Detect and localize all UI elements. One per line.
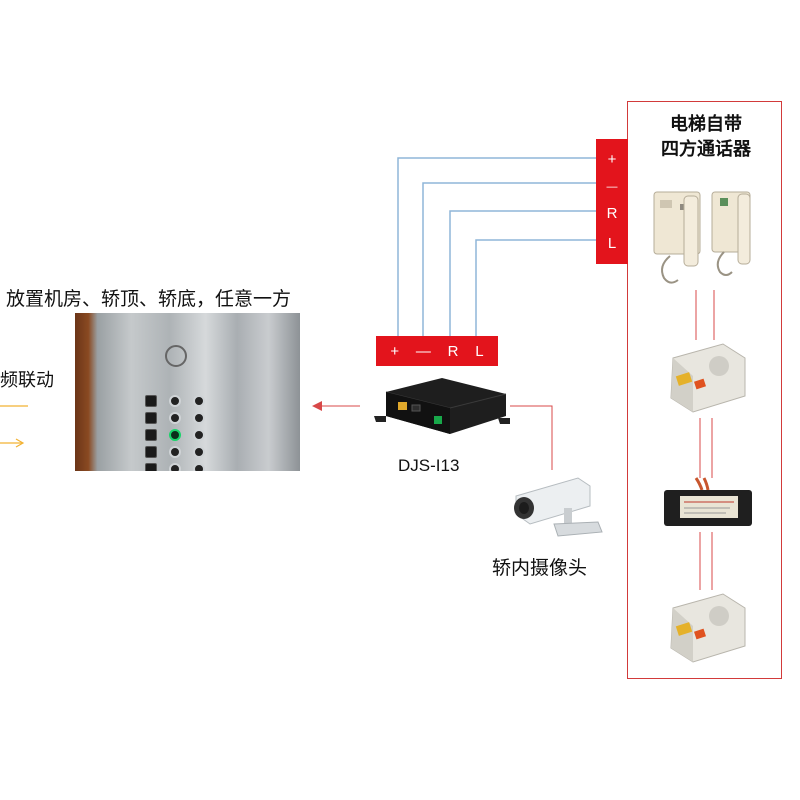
terminal-r: R (606, 205, 618, 223)
wire-plus (397, 157, 596, 338)
terminal-plus: + (390, 342, 400, 360)
terminal-minus: — (606, 180, 618, 193)
camera-image (508, 472, 608, 542)
output-arrowhead (312, 401, 322, 411)
device-label: DJS-I13 (398, 456, 460, 475)
intercom-group-frame (627, 101, 782, 679)
wire-r (449, 210, 596, 338)
placement-caption: 放置机房、轿顶、轿底，任意一方 (6, 288, 292, 310)
djs-i13-device-image (372, 372, 512, 442)
camera-icon (514, 477, 603, 537)
blue-wires (397, 157, 596, 338)
red-wires (312, 290, 715, 590)
elevator-panel-image (75, 313, 300, 471)
terminal-block-middle: + — R L (376, 336, 498, 366)
speaker-box-icon (670, 343, 746, 413)
junction-box-image (660, 476, 756, 534)
left-arrows (0, 405, 28, 448)
car-top-intercom-image (663, 340, 753, 418)
terminal-r: R (447, 342, 459, 360)
camera-link (510, 405, 553, 470)
linkage-caption: 频联动 (0, 370, 54, 391)
terminal-block-right: + — R L (596, 139, 628, 264)
terminal-l: L (475, 342, 484, 360)
terminal-l: L (607, 234, 617, 252)
speaker-box-icon (670, 593, 746, 663)
wire-l (475, 239, 596, 338)
terminal-minus: — (415, 342, 431, 360)
wire-minus (422, 182, 596, 338)
intercom-group-title: 电梯自带 四方通话器 (661, 114, 751, 160)
junction-box-icon (664, 477, 752, 526)
button-panel (145, 395, 215, 471)
speaker-grille-icon (165, 345, 187, 367)
camera-label: 轿内摄像头 (492, 557, 588, 579)
car-bottom-intercom-image (663, 590, 753, 668)
handset-icon (653, 191, 751, 284)
terminal-plus: + (607, 151, 617, 169)
intercom-handsets-image (650, 186, 758, 290)
device-icon (374, 378, 510, 434)
